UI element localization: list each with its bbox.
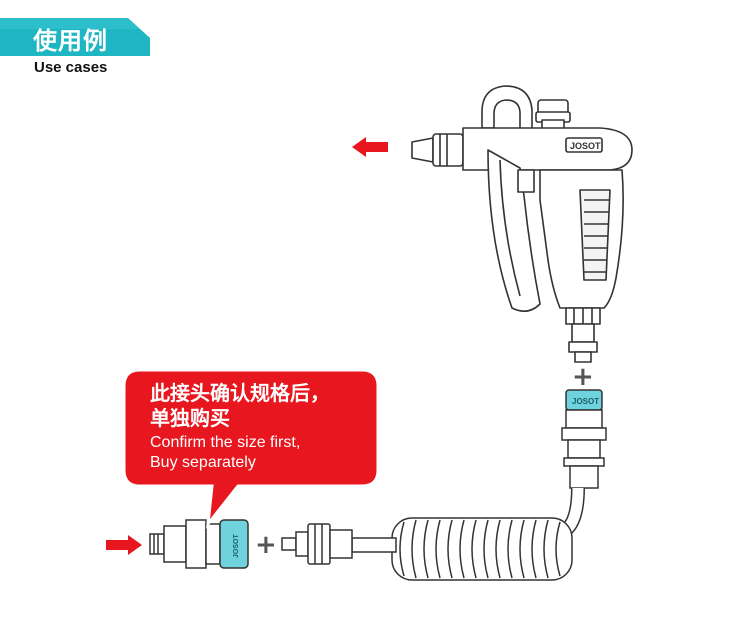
callout-zh-line2: 单独购买 bbox=[150, 406, 230, 430]
section-title: 使用例 bbox=[33, 27, 108, 55]
section-header-tab bbox=[0, 18, 150, 56]
coiled-air-hose bbox=[351, 487, 585, 581]
vertical-quick-coupler bbox=[561, 389, 607, 489]
horizontal-coupler-brand-label: JOSOT bbox=[233, 534, 240, 558]
callout-zh-line1: 此接头确认规格后， bbox=[150, 381, 330, 405]
hose-plug-fitting bbox=[281, 523, 353, 565]
plus-sign-vertical: + bbox=[572, 362, 594, 392]
vertical-coupler-brand-label: JOSOT bbox=[572, 397, 599, 406]
header-tab-shape bbox=[0, 18, 150, 56]
arrow-right-icon bbox=[106, 535, 142, 555]
horizontal-quick-coupler bbox=[149, 519, 249, 569]
callout-en-line2: Buy separately bbox=[150, 454, 256, 471]
callout-en-line1: Confirm the size first, bbox=[150, 434, 301, 451]
callout-bubble bbox=[122, 368, 380, 529]
air-blow-gun bbox=[411, 85, 633, 363]
plus-sign-horizontal: + bbox=[255, 530, 277, 560]
section-subtitle: Use cases bbox=[34, 59, 108, 76]
arrow-left-icon bbox=[352, 137, 388, 157]
air-gun-brand-label: JOSOT bbox=[570, 141, 601, 151]
